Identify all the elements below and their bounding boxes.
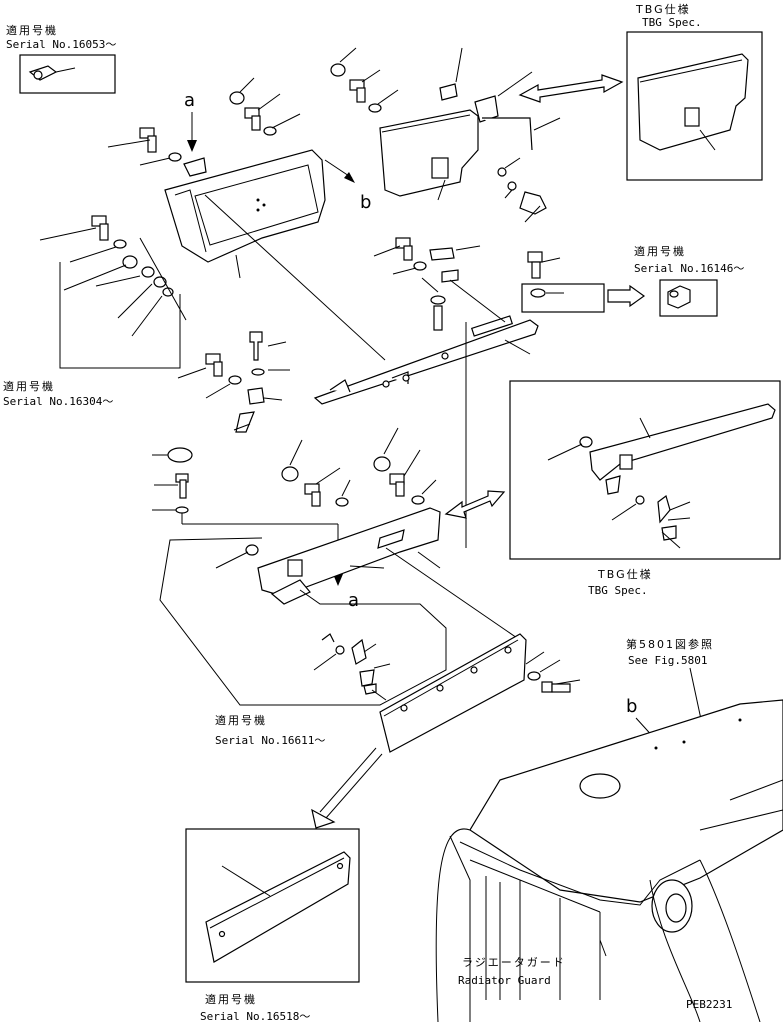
nut-part-16146 <box>667 285 691 309</box>
serial-16611-label: Serial No.16611～ <box>215 734 325 747</box>
double-arrow-mid <box>444 490 506 519</box>
radiator-guard-drawing <box>435 699 783 1022</box>
figure-code: PEB2231 <box>686 998 732 1011</box>
middle-left-small-parts <box>177 331 290 433</box>
left-main-panel <box>107 77 326 279</box>
ref-fig-jp-label: 第5801図参照 <box>626 637 714 651</box>
serial-16053-jp-label: 適用号機 <box>6 23 58 37</box>
serial-16053-inset-box <box>19 54 116 94</box>
arrow-to-16518-inset <box>311 747 383 829</box>
view-b-label-top: b <box>360 192 371 213</box>
tbg-mid-inset-box <box>509 380 781 560</box>
middle-long-rail <box>204 194 539 405</box>
serial-16518-inset-box <box>185 828 360 983</box>
view-a-label-top: a <box>184 90 195 111</box>
tbg-top-jp-label: TBG仕様 <box>635 2 691 16</box>
serial-16146-jp-label: 適用号機 <box>634 244 686 258</box>
tbg-top-inset-box <box>626 31 763 181</box>
view-a-label-bottom: a <box>348 590 359 611</box>
tbg-mid-rail <box>547 403 776 549</box>
left-bolts-16304 <box>39 215 187 369</box>
ref-leader-line <box>689 667 703 725</box>
serial-16053-label: Serial No.16053～ <box>6 38 116 51</box>
radiator-guard-label: Radiator Guard <box>458 974 551 987</box>
serial-16304-jp-label: 適用号機 <box>3 379 55 393</box>
serial-16304-label: Serial No.16304～ <box>3 395 113 408</box>
serial-16146-label: Serial No.16146～ <box>634 262 744 275</box>
lower-middle-panel <box>152 427 521 706</box>
upper-panel-assembly <box>330 47 561 223</box>
view-a-arrow-top <box>187 112 197 152</box>
view-b-label-bottom: b <box>626 696 637 717</box>
tbg-mid-label: TBG Spec. <box>588 584 648 597</box>
tbg-mid-jp-label: TBG仕様 <box>597 567 653 581</box>
tbg-top-label: TBG Spec. <box>642 16 702 29</box>
lower-guard-plate <box>379 633 581 753</box>
ref-fig-label: See Fig.5801 <box>628 654 707 667</box>
bolt-16146 <box>521 251 646 313</box>
serial-16518-jp-label: 適用号機 <box>205 992 257 1006</box>
clip-part-16053 <box>28 65 76 81</box>
serial-16518-guard-plate <box>205 851 351 963</box>
serial-16611-jp-label: 適用号機 <box>215 713 267 727</box>
serial-16518-label: Serial No.16518～ <box>200 1010 310 1022</box>
radiator-guard-jp-label: ラジエータガード <box>462 956 566 969</box>
serial-16146-inset-box <box>659 279 718 317</box>
tbg-top-panel <box>637 53 749 151</box>
double-arrow-top <box>518 74 624 103</box>
view-b-arrow-top <box>324 159 355 183</box>
